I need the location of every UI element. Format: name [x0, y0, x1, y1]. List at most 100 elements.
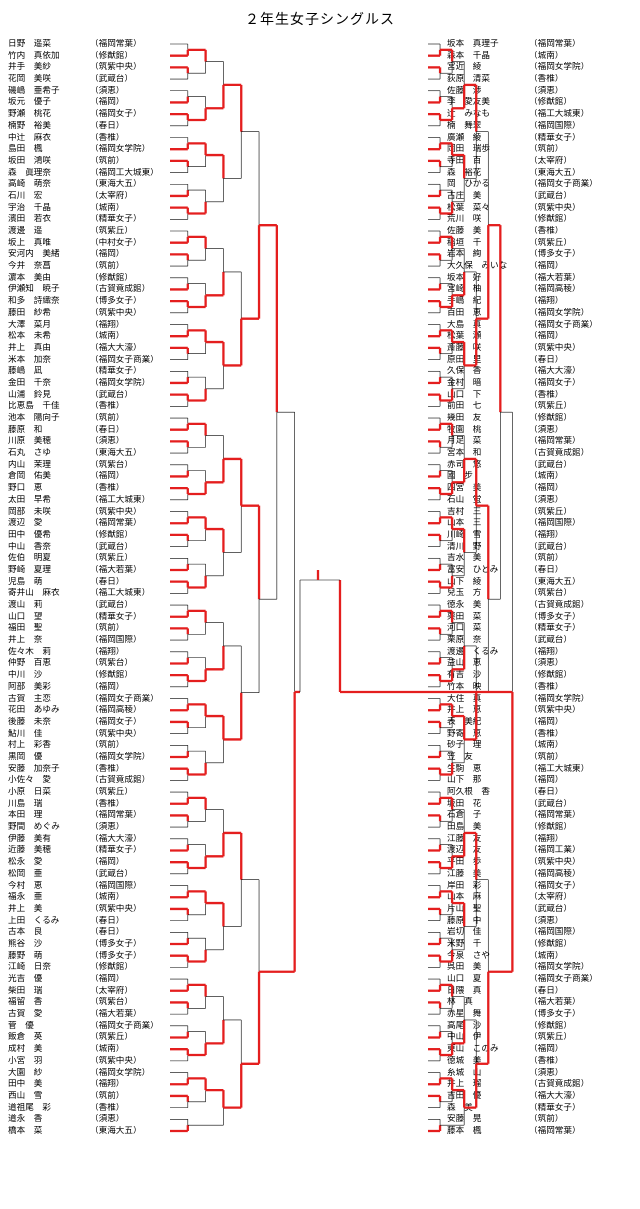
player-name: 野瀬 桃花 [8, 109, 51, 120]
player-name: 野崎 夏理 [8, 564, 51, 575]
player-school: （筑前） [529, 751, 564, 762]
player-school: （筑前） [529, 144, 564, 155]
player-name: 上田 くるみ [8, 915, 60, 926]
player-school: （筑前） [90, 1090, 125, 1101]
player-name: 森 美 [447, 1102, 473, 1113]
player-school: （福大大濠） [90, 342, 142, 353]
player-name: 楠 舞翠 [447, 120, 482, 131]
player-name: 井上 奈 [8, 635, 43, 646]
player-school: （博多女子） [529, 611, 581, 622]
player-school: （修猷館） [90, 50, 133, 61]
player-school: （修猷館） [529, 822, 572, 833]
player-school: （古賀竟成館） [90, 284, 151, 295]
player-school: （修猷館） [90, 670, 133, 681]
player-name: 井上 真由 [8, 342, 51, 353]
player-school: （福大若葉） [90, 1009, 142, 1020]
player-school: （武蔵台） [529, 190, 572, 201]
player-school: （福工大城東） [90, 588, 151, 599]
player-name: 山口 望 [8, 611, 43, 622]
player-name: 黒岡 優 [8, 751, 43, 762]
player-name: 大澤 菜月 [8, 319, 51, 330]
player-name: 李 愛友美 [447, 97, 490, 108]
player-school: （福岡） [90, 857, 125, 868]
player-school: （福岡女子商業） [90, 354, 159, 365]
player-name: 倉岡 佑美 [8, 471, 51, 482]
player-name: 花田 あゆみ [8, 705, 60, 716]
player-name: 岡田 瑞歩 [447, 144, 490, 155]
player-school: （春日） [529, 985, 564, 996]
player-name: 磯嶋 亜希子 [8, 85, 60, 96]
player-name: 藤原 和 [8, 424, 43, 435]
player-name: 松本 未希 [8, 331, 51, 342]
player-school: （城南） [529, 740, 564, 751]
player-school: （香椎） [529, 681, 564, 692]
player-name: 川島 瑞 [8, 798, 43, 809]
player-school: （福岡女学院） [529, 62, 590, 73]
player-school: （精華女子） [90, 845, 142, 856]
player-school: （福工大城東） [529, 763, 590, 774]
player-name: 池本 陽向子 [8, 413, 60, 424]
player-school: （福岡常葉） [529, 1126, 581, 1136]
player-name: 前田 七 [447, 401, 482, 412]
player-school: （須恵） [529, 1067, 564, 1078]
player-school: （筑前） [90, 413, 125, 424]
player-school: （福工大城東） [90, 494, 151, 505]
player-school: （武蔵台） [90, 868, 133, 879]
player-school: （香椎） [529, 389, 564, 400]
player-name: 徳永 美 [447, 600, 482, 611]
player-name: 江藤 美 [447, 868, 482, 879]
player-school: （古賀竟成館） [529, 600, 590, 611]
player-name: 比恵島 千佳 [8, 401, 60, 412]
player-name: 古本 良 [8, 927, 43, 938]
player-school: （福岡女子） [529, 377, 581, 388]
player-school: （筑前） [90, 623, 125, 634]
player-name: 山下 綾 [447, 576, 482, 587]
player-name: 石丸 さゆ [8, 448, 51, 459]
player-name: 近藤 美穂 [8, 845, 51, 856]
player-school: （筑紫中央） [90, 307, 142, 318]
player-name: 井手 美紗 [8, 62, 51, 73]
player-school: （福岡） [529, 1044, 564, 1055]
player-school: （武蔵台） [90, 389, 133, 400]
player-school: （須恵） [90, 85, 125, 96]
player-school: （須恵） [90, 822, 125, 833]
player-school: （福大若葉） [529, 997, 581, 1008]
player-school: （福岡） [90, 249, 125, 260]
player-school: （福岡高稜） [90, 705, 142, 716]
player-name: 徳城 美 [447, 1055, 482, 1066]
player-name: 中辻 麻衣 [8, 132, 51, 143]
player-name: 渡辺 愛 [8, 518, 43, 529]
player-name: 橋本 菜 [8, 1126, 43, 1136]
player-name: 辻 みなも [447, 109, 490, 120]
player-name: 岡部 未咲 [8, 506, 51, 517]
player-school: （福岡国際） [529, 518, 581, 529]
player-school: （修猷館） [529, 97, 572, 108]
player-school: （福岡常葉） [90, 518, 142, 529]
player-school: （福翔） [529, 529, 564, 540]
player-name: 後藤 未奈 [8, 716, 51, 727]
player-school: （福岡常葉） [529, 436, 581, 447]
player-school: （福岡女学院） [90, 144, 151, 155]
player-name: 吉村 三 [447, 506, 482, 517]
player-school: （福岡女子） [90, 109, 142, 120]
player-name: 熊谷 沙 [8, 938, 43, 949]
player-name: 松永 愛 [8, 857, 43, 868]
player-school: （筑紫丘） [90, 553, 133, 564]
player-name: 笠 友 [447, 751, 473, 762]
player-school: （修猷館） [90, 529, 133, 540]
player-name: 藤野 萌 [8, 950, 43, 961]
player-school: （筑紫丘） [529, 401, 572, 412]
player-name: 伊瀬知 暁子 [8, 284, 60, 295]
player-school: （筑紫台） [529, 588, 572, 599]
player-school: （修猷館） [529, 1020, 572, 1031]
player-school: （筑紫中央） [529, 857, 581, 868]
player-name: 幾田 友 [447, 413, 482, 424]
player-name: 山口 夏 [447, 974, 482, 985]
player-name: 野口 恵 [8, 483, 43, 494]
player-name: 今村 恵 [8, 880, 43, 891]
player-school: （精華女子） [90, 214, 142, 225]
player-name: 成村 美 [8, 1044, 43, 1055]
player-school: （筑紫中央） [529, 705, 581, 716]
player-name: 藤嶋 凪 [8, 366, 43, 377]
player-school: （城南） [529, 471, 564, 482]
